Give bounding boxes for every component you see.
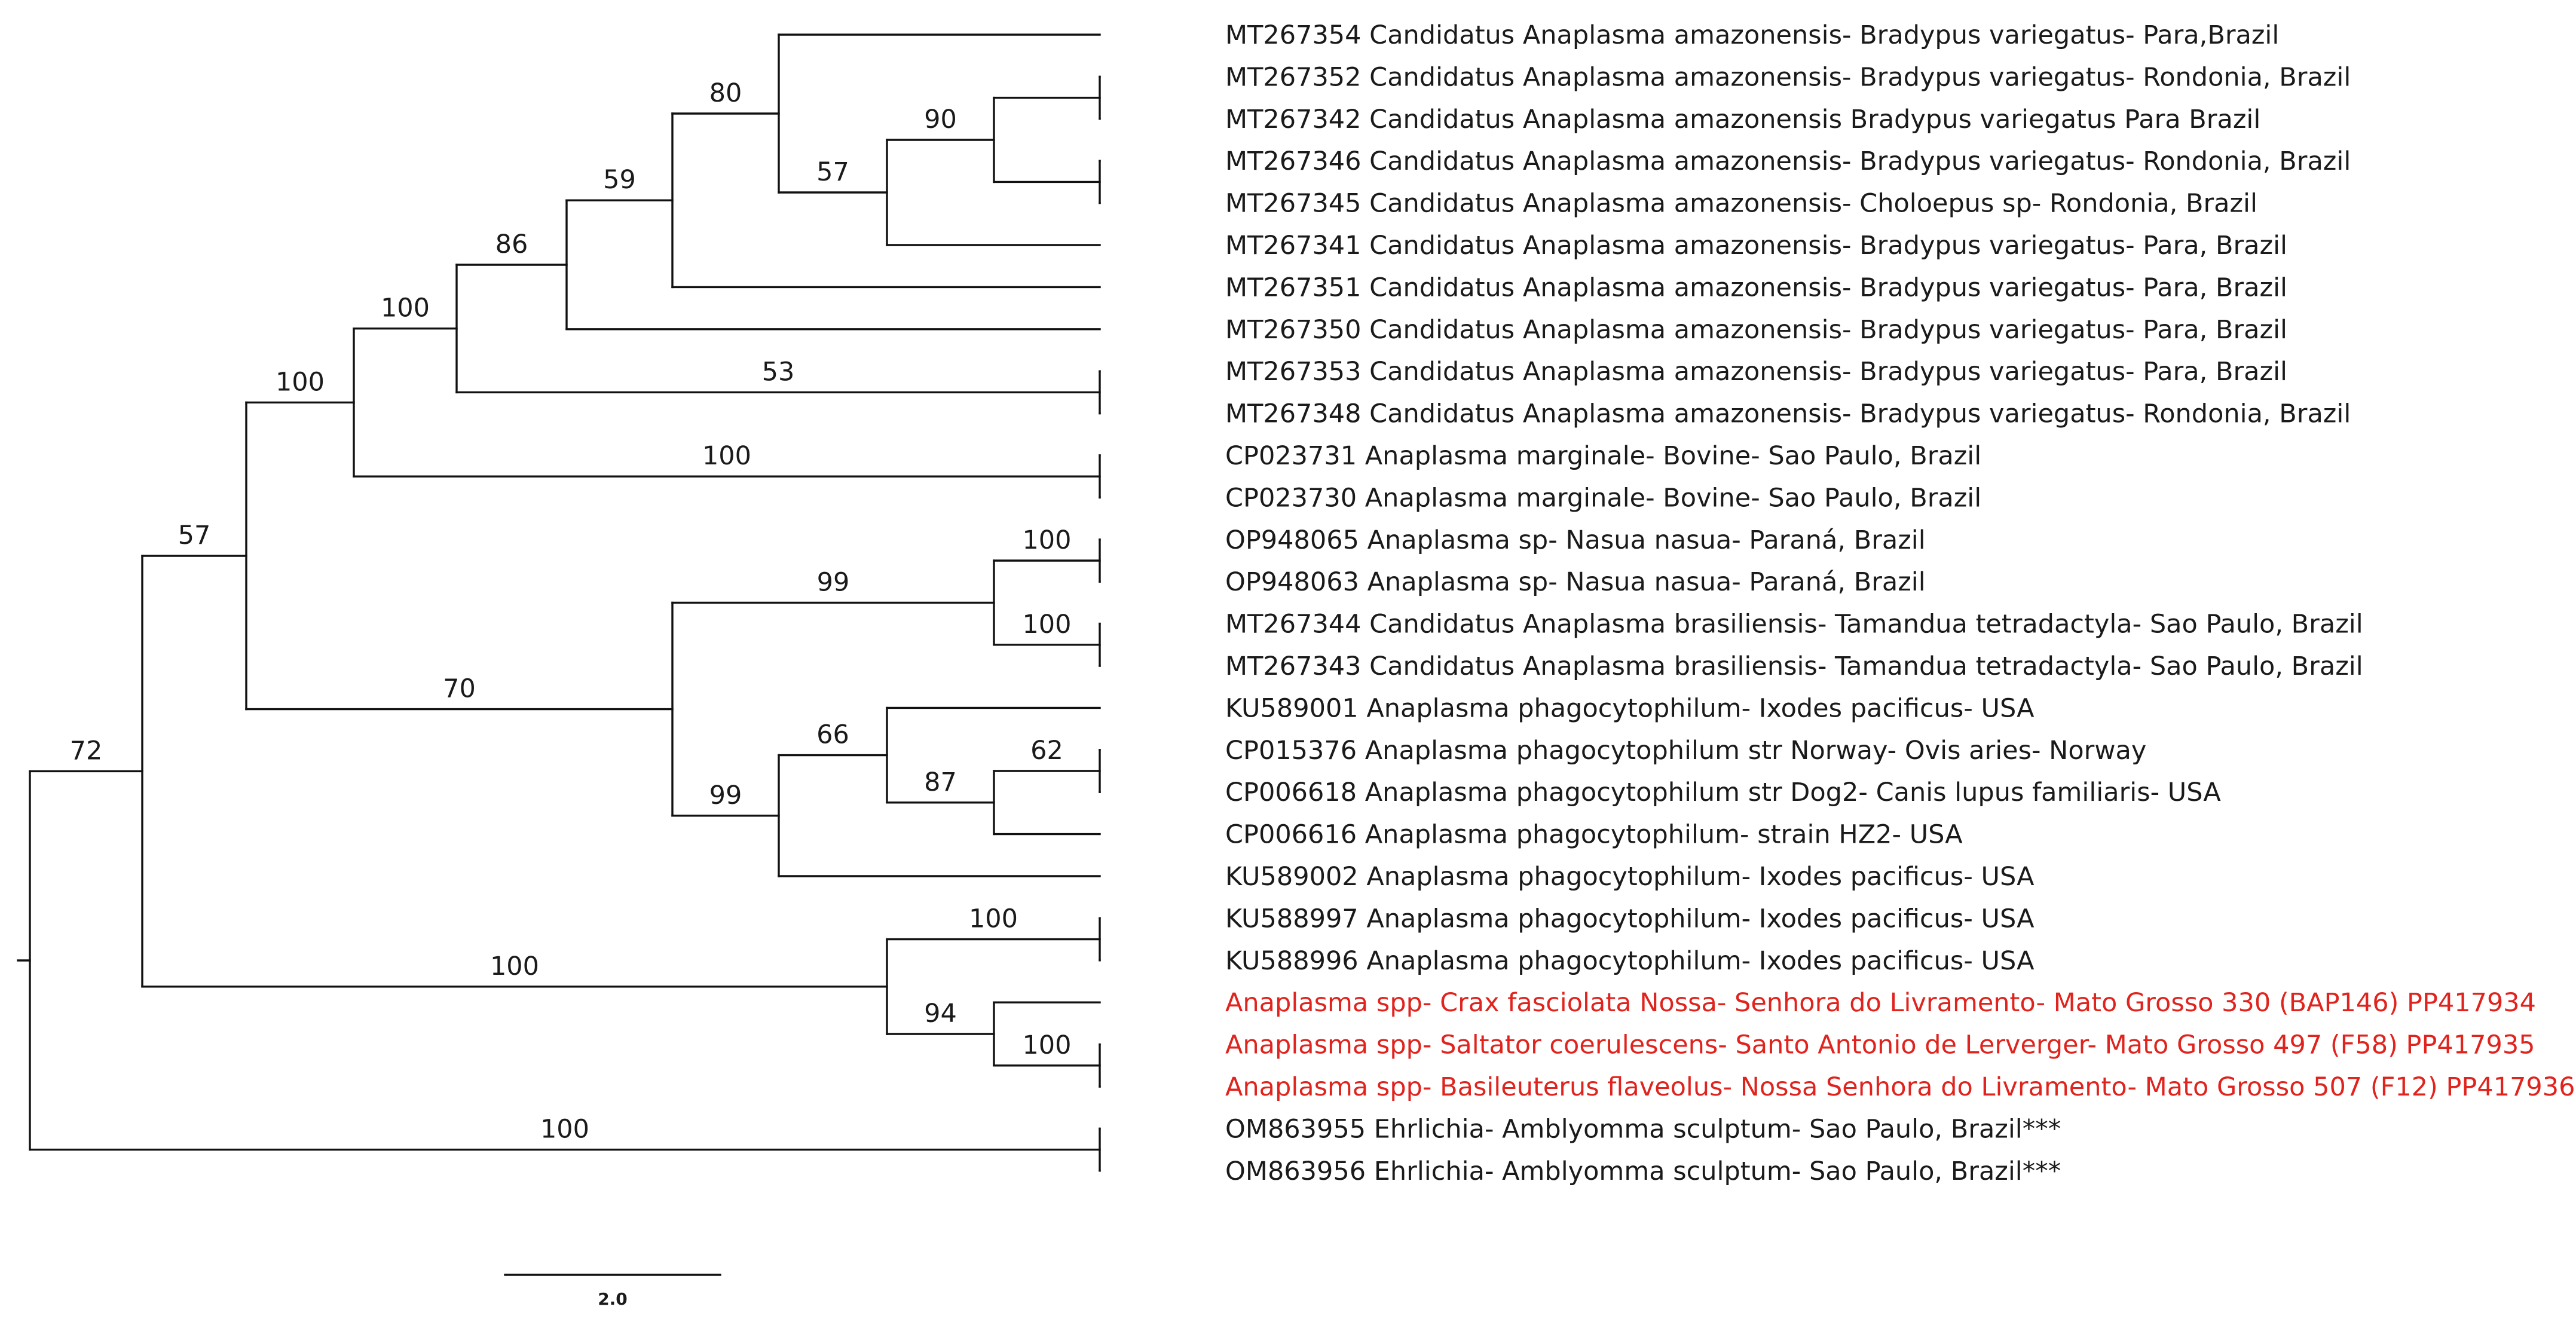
support-value: 100 — [1022, 610, 1071, 639]
support-value: 100 — [276, 367, 325, 397]
support-value: 100 — [381, 293, 430, 323]
tip-label: MT267341 Candidatus Anaplasma amazonensi… — [1225, 231, 2287, 261]
support-values: 72 57 100 100 86 59 80 57 90 53 100 70 99 100 100 99 66 8… — [70, 78, 1072, 1145]
tip-label: CP023731 Anaplasma marginale- Bovine- Sa… — [1225, 441, 1981, 471]
tip-label: MT267353 Candidatus Anaplasma amazonensi… — [1225, 357, 2287, 387]
support-value: 87 — [924, 767, 957, 797]
support-value: 100 — [1022, 1030, 1071, 1060]
support-value: 99 — [817, 567, 850, 597]
scale-bar-label: 2.0 — [598, 1289, 628, 1309]
tip-label: KU588997 Anaplasma phagocytophilum- Ixod… — [1225, 904, 2035, 934]
tip-label: MT267351 Candidatus Anaplasma amazonensi… — [1225, 273, 2287, 302]
tip-label: MT267354 Candidatus Anaplasma amazonensi… — [1225, 20, 2279, 50]
support-value: 100 — [702, 441, 751, 471]
tip-label: Anaplasma spp- Crax fasciolata Nossa- Se… — [1225, 988, 2536, 1018]
tip-label: CP006616 Anaplasma phagocytophilum- stra… — [1225, 820, 1963, 850]
support-value: 80 — [709, 78, 742, 108]
support-value: 72 — [70, 736, 103, 766]
tip-label: KU589002 Anaplasma phagocytophilum- Ixod… — [1225, 862, 2035, 892]
support-value: 57 — [816, 157, 849, 187]
scale-bar: 2.0 — [504, 1274, 721, 1309]
support-value: 94 — [924, 999, 957, 1029]
tip-label: MT267352 Candidatus Anaplasma amazonensi… — [1225, 62, 2351, 92]
tip-label: MT267348 Candidatus Anaplasma amazonensi… — [1225, 399, 2351, 429]
support-value: 62 — [1030, 736, 1063, 766]
support-value: 86 — [495, 230, 528, 259]
tip-labels: MT267354 Candidatus Anaplasma amazonensi… — [1225, 20, 2575, 1186]
support-value: 100 — [1022, 525, 1071, 555]
tip-label: OP948065 Anaplasma sp- Nasua nasua- Para… — [1225, 525, 1926, 555]
tip-label: OM863955 Ehrlichia- Amblyomma sculptum- … — [1225, 1114, 2061, 1144]
tip-label: MT267343 Candidatus Anaplasma brasiliens… — [1225, 651, 2363, 681]
tip-label: MT267345 Candidatus Anaplasma amazonensi… — [1225, 189, 2257, 219]
tip-label: OP948063 Anaplasma sp- Nasua nasua- Para… — [1225, 567, 1926, 597]
tip-label: OM863956 Ehrlichia- Amblyomma sculptum- … — [1225, 1156, 2061, 1186]
tip-label: KU589001 Anaplasma phagocytophilum- Ixod… — [1225, 693, 2035, 723]
tip-label: Anaplasma spp- Saltator coerulescens- Sa… — [1225, 1030, 2535, 1060]
tip-label: MT267350 Candidatus Anaplasma amazonensi… — [1225, 315, 2287, 345]
support-value: 59 — [603, 165, 636, 195]
support-value: 70 — [443, 674, 476, 704]
tip-label: MT267342 Candidatus Anaplasma amazonensi… — [1225, 105, 2260, 134]
support-value: 100 — [540, 1115, 589, 1145]
support-value: 90 — [924, 105, 957, 134]
tip-label: CP023730 Anaplasma marginale- Bovine- Sa… — [1225, 483, 1981, 513]
support-value: 57 — [178, 521, 211, 550]
tip-label: CP006618 Anaplasma phagocytophilum str D… — [1225, 778, 2221, 807]
tip-label: KU588996 Anaplasma phagocytophilum- Ixod… — [1225, 946, 2035, 976]
tip-label: CP015376 Anaplasma phagocytophilum str N… — [1225, 736, 2146, 766]
tree-branches — [17, 33, 1101, 1172]
tip-label: MT267346 Candidatus Anaplasma amazonensi… — [1225, 146, 2351, 176]
support-value: 99 — [709, 781, 742, 810]
support-value: 100 — [490, 951, 539, 981]
tip-label: MT267344 Candidatus Anaplasma brasiliens… — [1225, 610, 2363, 639]
tip-label: Anaplasma spp- Basileuterus flaveolus- N… — [1225, 1072, 2575, 1102]
support-value: 100 — [969, 904, 1018, 934]
support-value: 53 — [762, 357, 795, 387]
support-value: 66 — [816, 720, 849, 750]
